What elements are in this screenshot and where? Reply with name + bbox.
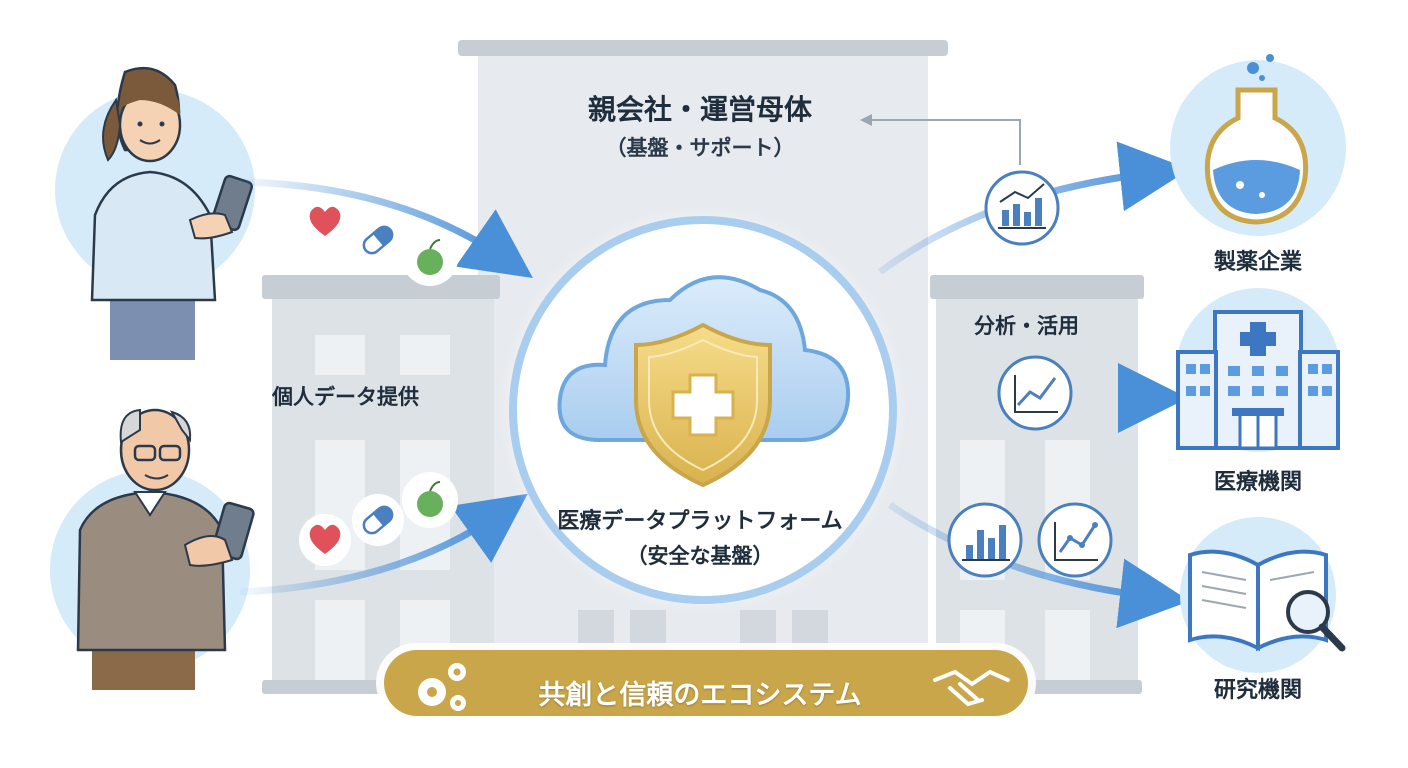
arrow-to-research [888,502,1190,629]
left-building [262,275,500,694]
arrow-person1-to-platform [239,178,533,279]
research-label: 研究機関 [1213,678,1302,703]
shield-icon [634,322,772,488]
banner-label: 共創と信頼のエコシステム [538,680,862,711]
line-chart-icon-middle [997,355,1073,431]
apple-icon [417,249,443,275]
parent-company-subtitle: （基盤・サポート） [605,136,795,160]
flask-icon [1170,54,1346,236]
health-icons-top [299,196,458,286]
platform-title: 医療データプラットフォーム [557,509,843,534]
feedback-line [870,119,1021,165]
arrow-person2-to-platform [239,493,528,596]
analysis-label: 分析・活用 [974,314,1079,338]
pharma-label: 製薬企業 [1213,250,1302,275]
hospital-icon [1176,288,1340,452]
hospital-label: 医療機関 [1213,470,1302,495]
ecosystem-banner [376,643,1036,723]
bar-chart-icon-top [984,170,1060,246]
feedback-arrowhead [860,114,872,126]
capsule-icon [362,225,394,255]
medical-cross-icon [671,373,735,437]
woman-avatar [90,66,253,360]
personal-data-label: 個人データ提供 [272,385,419,409]
heart-icon [309,206,341,236]
line-chart-icon-bottom [1037,502,1113,578]
capsule-icon [362,505,394,535]
bar-chart-icon-bottom [947,502,1023,578]
apple-icon [417,491,443,517]
elderly-man-avatar [76,408,255,690]
health-icons-bottom [299,472,458,566]
heart-icon [309,524,341,554]
book-magnifier-icon [1180,517,1346,673]
parent-company-title: 親会社・運営母体 [587,93,812,126]
handshake-icon [933,669,1010,707]
platform-subtitle: （安全な基盤） [626,544,774,568]
